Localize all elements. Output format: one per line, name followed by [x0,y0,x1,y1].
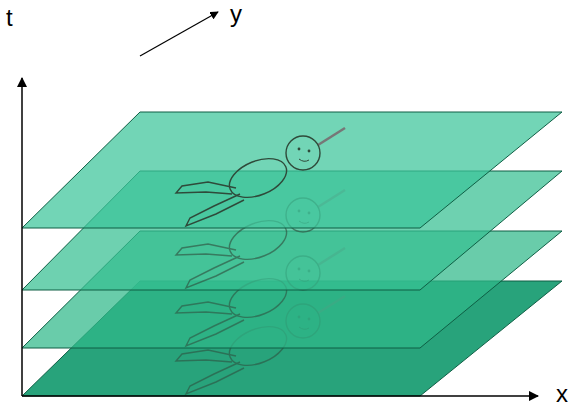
arm [318,128,345,145]
time-plane-group [22,112,562,228]
head [286,136,320,170]
leg [176,302,236,314]
axes [22,12,538,396]
leg [186,194,244,226]
mouth [299,159,309,161]
leg [186,314,244,346]
axis-label: y [230,2,242,26]
leg [176,244,236,256]
eye [308,150,311,153]
time-planes [22,112,562,396]
leg [186,362,244,394]
x-axis [22,395,538,397]
axis-label: t [6,6,13,30]
eye [298,148,301,151]
time-plane [22,112,562,228]
y-axis [140,12,218,56]
axis-label: x [556,382,568,406]
leg [186,256,244,288]
stick-figure [176,128,345,226]
leg [176,182,236,194]
t-axis [21,78,23,396]
leg [176,350,236,362]
